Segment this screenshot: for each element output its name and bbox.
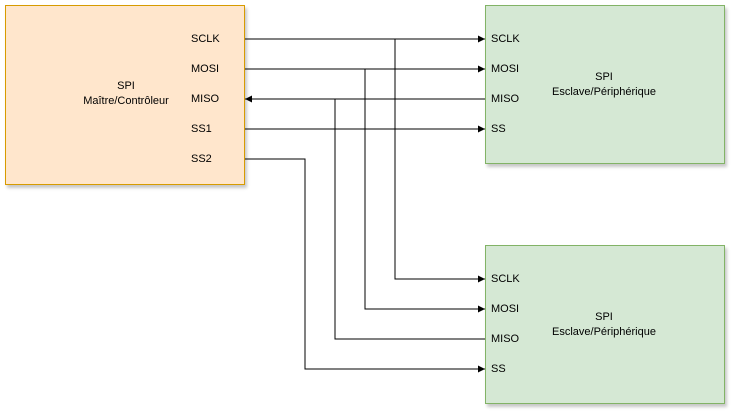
slave2-port-miso: MISO [491, 333, 520, 345]
wire-ss2-slave2 [245, 158, 485, 373]
master-port-ss2: SS2 [191, 153, 212, 165]
master-title-line2: Maître/Contrôleur [83, 95, 169, 107]
wire-sclk-slave2 [394, 39, 485, 283]
slave1-port-sclk: SCLK [491, 33, 520, 45]
slave2-box [485, 245, 725, 404]
slave1-title-line1: SPI [595, 71, 613, 83]
master-port-miso: MISO [191, 93, 220, 105]
master-box [5, 5, 245, 185]
slave1-port-mosi: MOSI [491, 63, 520, 75]
slave2-port-sclk: SCLK [491, 273, 520, 285]
master-port-mosi: MOSI [191, 63, 220, 75]
master-port-ss1: SS1 [191, 123, 212, 135]
wire-mosi-slave2 [364, 69, 485, 313]
slave2-title-line2: Esclave/Périphérique [552, 326, 656, 338]
slave2-port-mosi: MOSI [491, 303, 520, 315]
wire-miso-slave2 [334, 99, 485, 340]
master-port-sclk: SCLK [191, 33, 220, 45]
slave1-title-line2: Esclave/Périphérique [552, 86, 656, 98]
slave2-title: SPI Esclave/Périphérique [534, 310, 674, 340]
slave2-title-line1: SPI [595, 311, 613, 323]
slave1-title: SPI Esclave/Périphérique [534, 70, 674, 100]
slave2-port-ss: SS [491, 363, 506, 375]
master-title: SPI Maître/Contrôleur [66, 79, 186, 109]
slave1-box [485, 5, 725, 164]
slave1-port-miso: MISO [491, 93, 520, 105]
master-title-line1: SPI [117, 80, 135, 92]
slave1-port-ss: SS [491, 123, 506, 135]
